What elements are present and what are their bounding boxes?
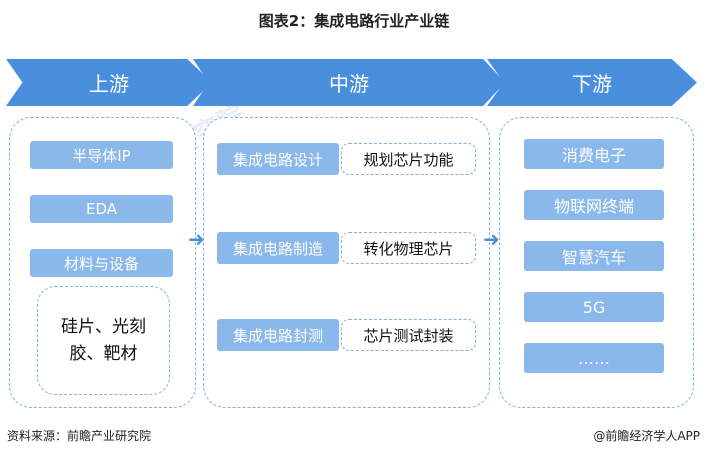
midstream-desc-packaging: 芯片测试封装: [341, 319, 476, 351]
midstream-stage-design: 集成电路设计: [217, 143, 339, 175]
stage-downstream-chevron: 下游: [487, 59, 697, 106]
downstream-item-5g: 5G: [524, 292, 664, 322]
downstream-item-smart-car: 智慧汽车: [524, 241, 664, 271]
upstream-item-materials-equipment: 材料与设备: [30, 249, 173, 277]
downstream-item-consumer-electronics: 消费电子: [524, 139, 664, 169]
midstream-desc-manufacturing: 转化物理芯片: [341, 232, 476, 264]
downstream-item-more: ……: [524, 343, 664, 373]
upstream-materials-box: 硅片、光刻 胶、靶材: [37, 286, 170, 395]
chart-title: 图表2：集成电路行业产业链: [258, 12, 450, 30]
arrow-right-icon: ➜: [188, 227, 205, 251]
stage-downstream-label: 下游: [572, 72, 612, 96]
upstream-item-ip: 半导体IP: [30, 141, 173, 169]
materials-line-2: 胶、靶材: [69, 343, 138, 364]
brand-note: @前瞻经济学人APP: [593, 429, 700, 443]
arrow-right-icon: ➜: [483, 227, 500, 251]
midstream-desc-design: 规划芯片功能: [341, 143, 476, 175]
stage-upstream-label: 上游: [89, 72, 129, 96]
materials-line-1: 硅片、光刻: [61, 316, 146, 337]
upstream-item-eda: EDA: [30, 195, 173, 223]
source-note: 资料来源：前瞻产业研究院: [7, 429, 152, 443]
midstream-stage-manufacturing: 集成电路制造: [217, 232, 339, 264]
downstream-item-iot-terminal: 物联网终端: [524, 190, 664, 220]
stage-midstream-chevron: 中游: [193, 59, 505, 106]
stage-midstream-label: 中游: [329, 72, 369, 96]
midstream-stage-packaging: 集成电路封测: [217, 319, 339, 351]
stage-upstream-chevron: 上游: [6, 59, 212, 106]
